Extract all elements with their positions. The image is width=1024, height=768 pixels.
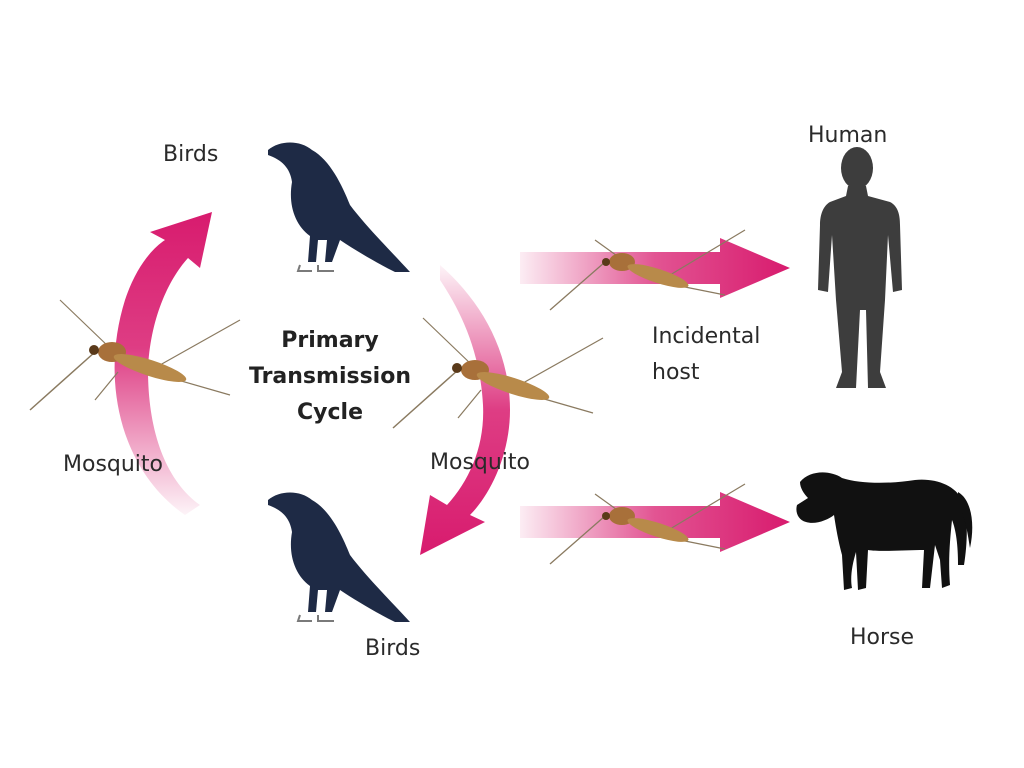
mosquito-icon <box>29 299 241 411</box>
cycle-arrow-right <box>420 265 510 555</box>
horse-label: Horse <box>850 625 915 650</box>
primary-transmission-cycle-title: Primary Transmission Cycle <box>235 323 425 431</box>
title-line: Cycle <box>297 400 363 425</box>
title-line: Transmission <box>248 364 411 389</box>
mosquito-icon <box>549 483 746 565</box>
crow-icon <box>268 492 410 622</box>
human-silhouette-icon <box>818 147 902 388</box>
incidental-host-label-line1: Incidental <box>652 324 761 349</box>
birds-bottom-label: Birds <box>365 636 421 661</box>
incidental-host-label-line2: host <box>652 360 700 385</box>
mosquito-right-label: Mosquito <box>430 450 531 475</box>
human-label: Human <box>808 123 888 148</box>
title-line: Primary <box>281 328 379 353</box>
mosquito-icon <box>549 229 746 311</box>
cycle-arrow-left <box>114 212 212 515</box>
horse-silhouette-icon <box>796 472 973 590</box>
crow-icon <box>268 142 410 272</box>
mosquito-left-label: Mosquito <box>63 452 164 477</box>
mosquito-icon <box>392 317 604 429</box>
birds-top-label: Birds <box>163 142 219 167</box>
